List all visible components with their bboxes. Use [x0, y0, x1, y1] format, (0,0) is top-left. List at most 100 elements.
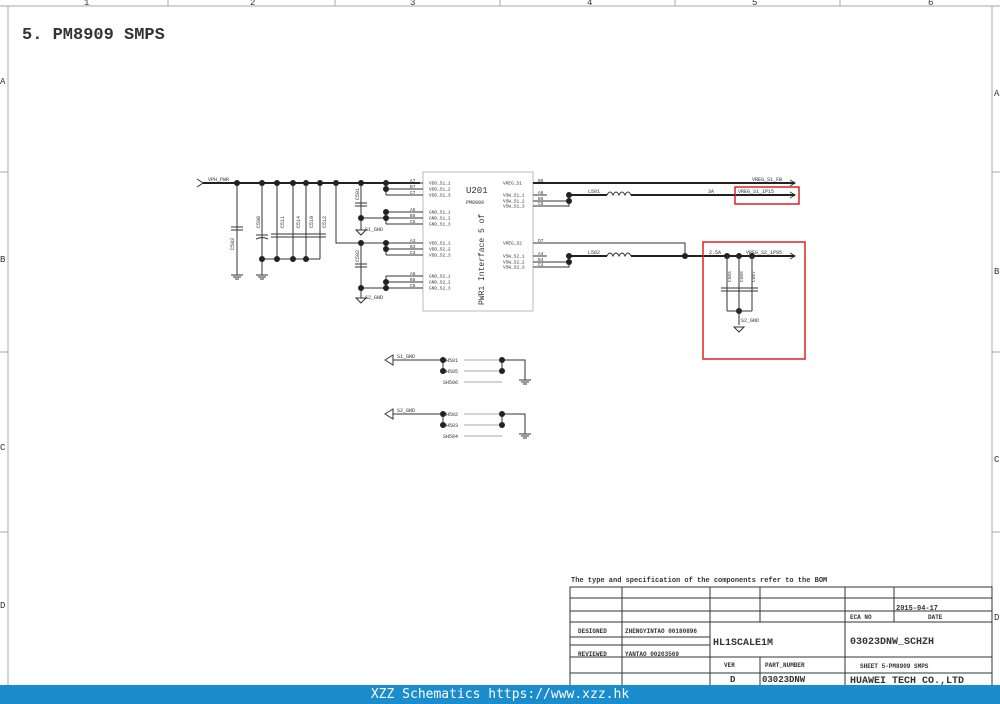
pin-number: A5	[410, 207, 416, 213]
net-label: S1_GND	[397, 354, 415, 360]
cap-label: C502	[355, 250, 361, 262]
row-label: B	[0, 255, 6, 265]
cap-label: C507	[751, 271, 757, 282]
current-label: 2.5A	[709, 250, 721, 256]
pin-name: GND_S2_1	[429, 274, 451, 280]
pin-name: VDD_S1_2	[429, 187, 451, 193]
row-label: A	[0, 77, 6, 87]
col-label: 3	[410, 0, 415, 8]
cap-label: C505	[727, 271, 733, 282]
net-label: VREG_S1_FB	[752, 177, 782, 183]
cap-label: C510	[309, 216, 315, 228]
cap-label: C514	[296, 216, 302, 228]
inductor-label: L501	[588, 189, 600, 195]
row-label: A	[994, 89, 1000, 99]
pin-name: VDD_S2_2	[429, 247, 451, 253]
pin-name: GND_S1_1	[429, 210, 451, 216]
pin-name: VDD_S1_3	[429, 193, 451, 199]
cap-label: C501	[355, 188, 361, 200]
pin-name: GND_S1_2	[429, 216, 451, 222]
net-label: S2_GND	[365, 295, 383, 301]
short-label: SH502	[443, 412, 458, 418]
net-label: S2_GND	[397, 408, 415, 414]
pin-number: C3	[410, 250, 416, 256]
pin-number: C7	[410, 190, 416, 196]
row-label: D	[994, 613, 999, 623]
col-label: 1	[84, 0, 89, 8]
col-label: 5	[752, 0, 757, 8]
pin-number: C5	[410, 219, 416, 225]
pin-name: GND_S2_2	[429, 280, 451, 286]
bom-note: The type and specification of the compon…	[571, 577, 827, 585]
pin-number: A8	[410, 271, 416, 277]
ground-icon	[519, 433, 531, 439]
designed-label: DESIGNED	[578, 628, 607, 635]
pin-name: GND_S1_3	[429, 222, 451, 228]
col-label: 2	[250, 0, 255, 8]
ver-value: D	[730, 675, 736, 685]
title-block: The type and specification of the compon…	[569, 577, 993, 688]
cap-label: C508	[256, 216, 262, 228]
short-label: SH506	[443, 380, 458, 386]
pin-number: A7	[410, 178, 416, 184]
reviewed-value: YANTAO 00203569	[625, 651, 679, 658]
pin-name: VDD_S1_1	[429, 181, 451, 187]
cap-label: C511	[280, 216, 286, 228]
gnd-port-icon	[384, 408, 394, 420]
sheet-label: SHEET 5-PM8909 SMPS	[860, 663, 929, 670]
net-label: VREG_S1_1P15	[738, 189, 774, 195]
cap-label: C512	[322, 216, 328, 228]
pin-number: C4	[538, 262, 544, 268]
reviewed-label: REVIEWED	[578, 651, 607, 658]
net-label: VREG_S2_1P95	[746, 250, 782, 256]
eca-label: ECA NO	[850, 614, 872, 621]
row-label: C	[0, 443, 6, 453]
net-label: VPH_PWR	[208, 177, 229, 183]
highlight-box	[702, 241, 806, 360]
date-value: 2015-04-17	[896, 605, 938, 613]
part-label: PART_NUMBER	[765, 662, 805, 669]
pin-number: C8	[410, 283, 416, 289]
ground-icon	[519, 379, 531, 385]
ic-unit: PWR1 Interface 5 of	[478, 214, 487, 305]
page-title: 5. PM8909 SMPS	[22, 26, 165, 45]
pin-number: A3	[410, 238, 416, 244]
pin-number: A6	[538, 190, 544, 196]
pin-name: VDD_S2_1	[429, 241, 451, 247]
pin-name: VSW_S2_2	[503, 260, 525, 266]
designed-value: ZHENGYINTAO 00180896	[625, 628, 697, 635]
company-name: HUAWEI TECH CO.,LTD	[850, 676, 964, 687]
row-label: D	[0, 601, 5, 611]
short-label: SH504	[443, 434, 458, 440]
col-label: 4	[587, 0, 592, 8]
cap-label: C506	[739, 271, 745, 282]
s2-output: C505 C506 C507 L502 2.5A VREG_S2_1P95 S2…	[533, 241, 806, 360]
pin-name: GND_S2_3	[429, 286, 451, 292]
short-label: SH505	[443, 369, 458, 375]
row-label: B	[994, 267, 1000, 277]
pin-name: VREG_S2	[503, 241, 522, 247]
pin-number: B5	[410, 213, 416, 219]
pin-name: VSW_S1_3	[503, 204, 525, 210]
ic-ref: U201	[466, 186, 488, 196]
watermark-banner: XZZ Schematics https://www.xzz.hk	[0, 685, 1000, 704]
ver-label: VER	[724, 662, 735, 669]
pin-number: A4	[538, 251, 544, 257]
gnd-shorts: S1_GNDSH501SH505SH506S2_GNDSH502SH503SH5…	[384, 354, 531, 440]
current-label: 3A	[708, 189, 714, 195]
pin-name: VSW_S1_2	[503, 199, 525, 205]
doc-number: 03023DNW_SCHZH	[850, 637, 934, 648]
date-label: DATE	[928, 614, 943, 621]
vph-pwr-net: VPH_PWR C503 C508 C511 C514 C510 C512 C5…	[196, 177, 420, 304]
pin-name: VSW_S2_3	[503, 265, 525, 271]
pin-number: B8	[410, 277, 416, 283]
pin-number: B6	[538, 178, 544, 184]
pin-number: B4	[538, 257, 544, 263]
row-label: C	[994, 455, 1000, 465]
pin-number: B6	[538, 196, 544, 202]
pin-number: D7	[538, 238, 544, 244]
gnd-port-icon	[384, 354, 394, 366]
